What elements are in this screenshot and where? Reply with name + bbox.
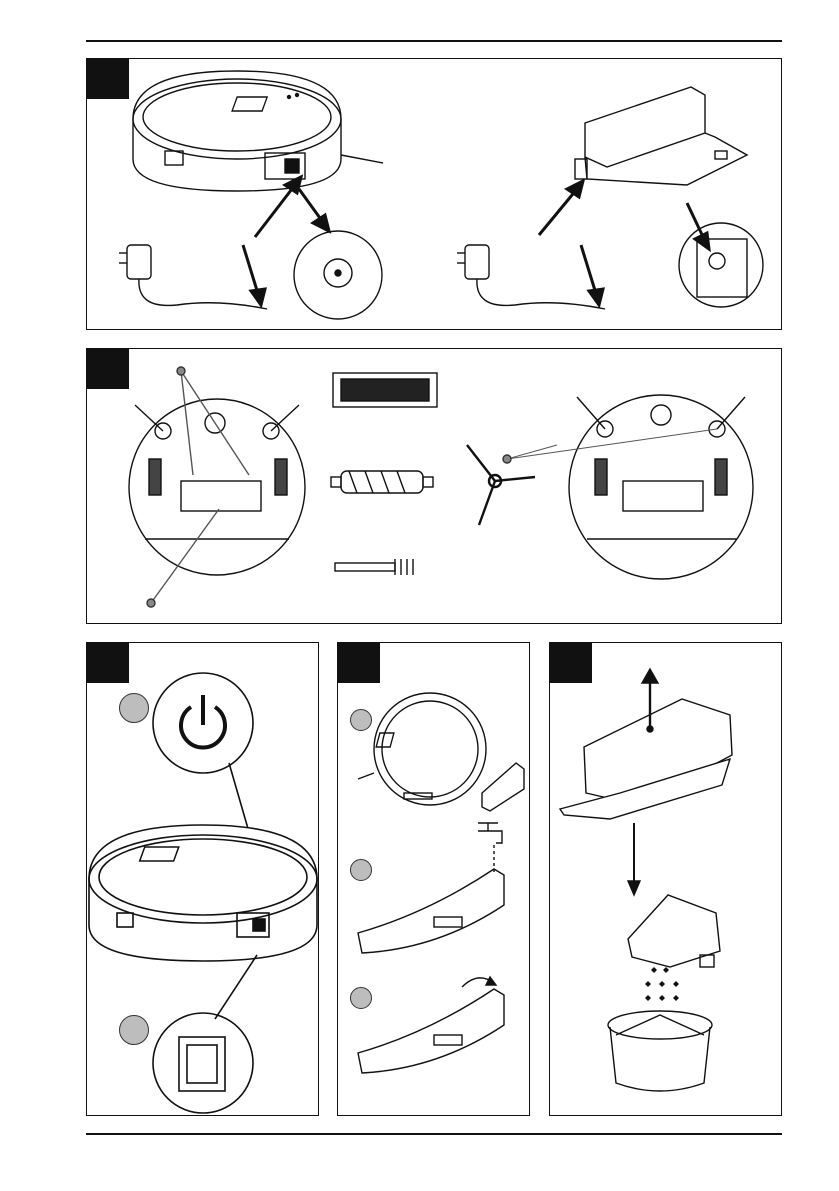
callout-dot xyxy=(147,599,155,607)
dustbin-removal xyxy=(560,669,732,819)
top-rule xyxy=(86,40,782,42)
robot-vacuum-illustration xyxy=(133,71,383,191)
charging-dock-illustration xyxy=(575,87,747,185)
panel-charging xyxy=(86,58,782,330)
filter-illustration xyxy=(333,373,437,407)
side-brush-illustration xyxy=(467,445,557,525)
callout-dot xyxy=(177,367,185,375)
dc-socket-closeup xyxy=(294,231,382,319)
dock-socket-closeup xyxy=(679,223,763,307)
robot-underside-with-side-brushes xyxy=(507,395,753,579)
panel-power-on xyxy=(86,642,319,1116)
panel-parts xyxy=(86,348,782,624)
water-tank-illustration xyxy=(482,763,524,811)
robot-top-view xyxy=(358,693,486,805)
power-switch-closeup xyxy=(153,1013,253,1113)
bottom-rule xyxy=(86,1133,782,1135)
panel-water-tank xyxy=(337,642,530,1116)
panel-dustbin xyxy=(549,642,782,1116)
cleaning-tool-illustration xyxy=(335,559,413,575)
robot-vacuum-illustration xyxy=(89,825,317,1019)
robot-underside-illustration xyxy=(129,371,305,603)
callout-dot xyxy=(503,455,511,463)
main-brush-illustration xyxy=(331,471,433,493)
closing-water-tank xyxy=(358,977,504,1073)
trash-bin-illustration xyxy=(608,1011,712,1091)
power-button-closeup xyxy=(153,673,253,839)
emptying-dustbin xyxy=(628,823,720,967)
arrows xyxy=(243,177,709,305)
filling-water-tank xyxy=(358,823,504,953)
debris-particles xyxy=(645,967,679,1001)
